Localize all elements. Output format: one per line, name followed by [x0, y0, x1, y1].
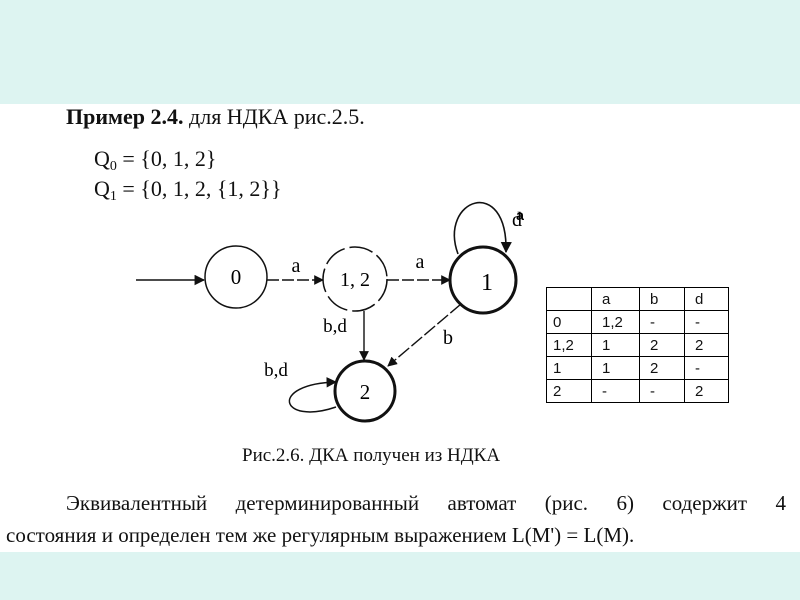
table-cell: -: [639, 310, 685, 334]
state-1-node: [448, 245, 518, 315]
figure-caption: Рис.2.6. ДКА получен из НДКА: [242, 445, 501, 466]
set-q1-symbol: Q: [94, 176, 110, 201]
table-cell: -: [639, 379, 685, 403]
document-page: Пример 2.4. для НДКА рис.2.5. Q0 = {0, 1…: [0, 104, 800, 552]
example-heading: Пример 2.4. для НДКА рис.2.5.: [66, 104, 365, 130]
table-cell: 2: [684, 333, 729, 357]
paragraph-line-1: Эквивалентный детерминированный автомат …: [66, 490, 786, 516]
set-q0-value: = {0, 1, 2}: [116, 146, 217, 171]
state-12-label: 1, 2: [340, 269, 370, 291]
set-q1-value: = {0, 1, 2, {1, 2}}: [116, 176, 282, 201]
paragraph-word: автомат: [447, 491, 517, 515]
set-q0-symbol: Q: [94, 146, 110, 171]
table-header-cell: [546, 287, 592, 311]
table-cell: 1: [591, 356, 640, 380]
table-cell: 2: [639, 356, 685, 380]
loop-1-label-d: d: [512, 209, 522, 231]
loop-1-label-a: a: [516, 207, 524, 223]
table-header-cell: b: [639, 287, 685, 311]
loop-2: [288, 377, 338, 413]
edge-12-to-1-label: a: [416, 251, 425, 273]
state-2-label: 2: [360, 380, 371, 404]
state-2-node: [333, 359, 397, 423]
edge-0-to-12-label: a: [292, 255, 301, 277]
example-heading-bold: Пример 2.4.: [66, 104, 184, 129]
edge-1-to-2: [387, 303, 462, 367]
state-12-node: [322, 246, 388, 312]
paragraph-word: детерминированный: [235, 491, 420, 515]
transition-table: a b d 0 1,2 - - 1,2 1 2 2 1 1 2 - 2 - - …: [546, 287, 729, 403]
table-row: 1 1 2 -: [546, 356, 729, 380]
table-row: 0 1,2 - -: [546, 310, 729, 334]
table-header-cell: d: [684, 287, 729, 311]
state-1-label: 1: [481, 270, 493, 296]
table-cell: -: [684, 356, 729, 380]
table-cell: 1,2: [591, 310, 640, 334]
table-cell: -: [591, 379, 640, 403]
table-cell: 2: [546, 379, 592, 403]
set-q0: Q0 = {0, 1, 2}: [94, 146, 216, 180]
edge-12-to-2-label: b,d: [323, 316, 347, 337]
table-row: 1,2 1 2 2: [546, 333, 729, 357]
top-band: [0, 0, 800, 104]
table-header-cell: a: [591, 287, 640, 311]
set-q1: Q1 = {0, 1, 2, {1, 2}}: [94, 176, 282, 210]
bottom-band: [0, 552, 800, 600]
dfa-diagram: 0 a 1, 2 a 1 d a b,d b 2 b,d: [136, 201, 524, 423]
table-cell: 1: [591, 333, 640, 357]
state-0-node: [204, 245, 268, 309]
paragraph-word: 6): [616, 491, 634, 515]
paragraph-line-2: состояния и определен тем же регулярным …: [6, 523, 635, 547]
example-heading-rest: для НДКА рис.2.5.: [183, 104, 365, 129]
state-0-label: 0: [231, 265, 242, 289]
paragraph-word: Эквивалентный: [66, 491, 208, 515]
set-q0-subscript: 0: [109, 159, 117, 174]
loop-1: [453, 201, 512, 255]
table-header-row: a b d: [546, 287, 729, 311]
loop-2-label: b,d: [264, 360, 288, 381]
edge-1-to-2-label: b: [443, 327, 453, 349]
paragraph-word: 4: [775, 491, 786, 515]
table-cell: 1,2: [546, 333, 592, 357]
table-cell: 0: [546, 310, 592, 334]
table-cell: 1: [546, 356, 592, 380]
table-cell: -: [684, 310, 729, 334]
paragraph-word: содержит: [662, 491, 748, 515]
table-cell: 2: [684, 379, 729, 403]
set-q1-subscript: 1: [109, 189, 117, 204]
table-row: 2 - - 2: [546, 379, 729, 403]
table-cell: 2: [639, 333, 685, 357]
paragraph-word: (рис.: [544, 491, 589, 515]
